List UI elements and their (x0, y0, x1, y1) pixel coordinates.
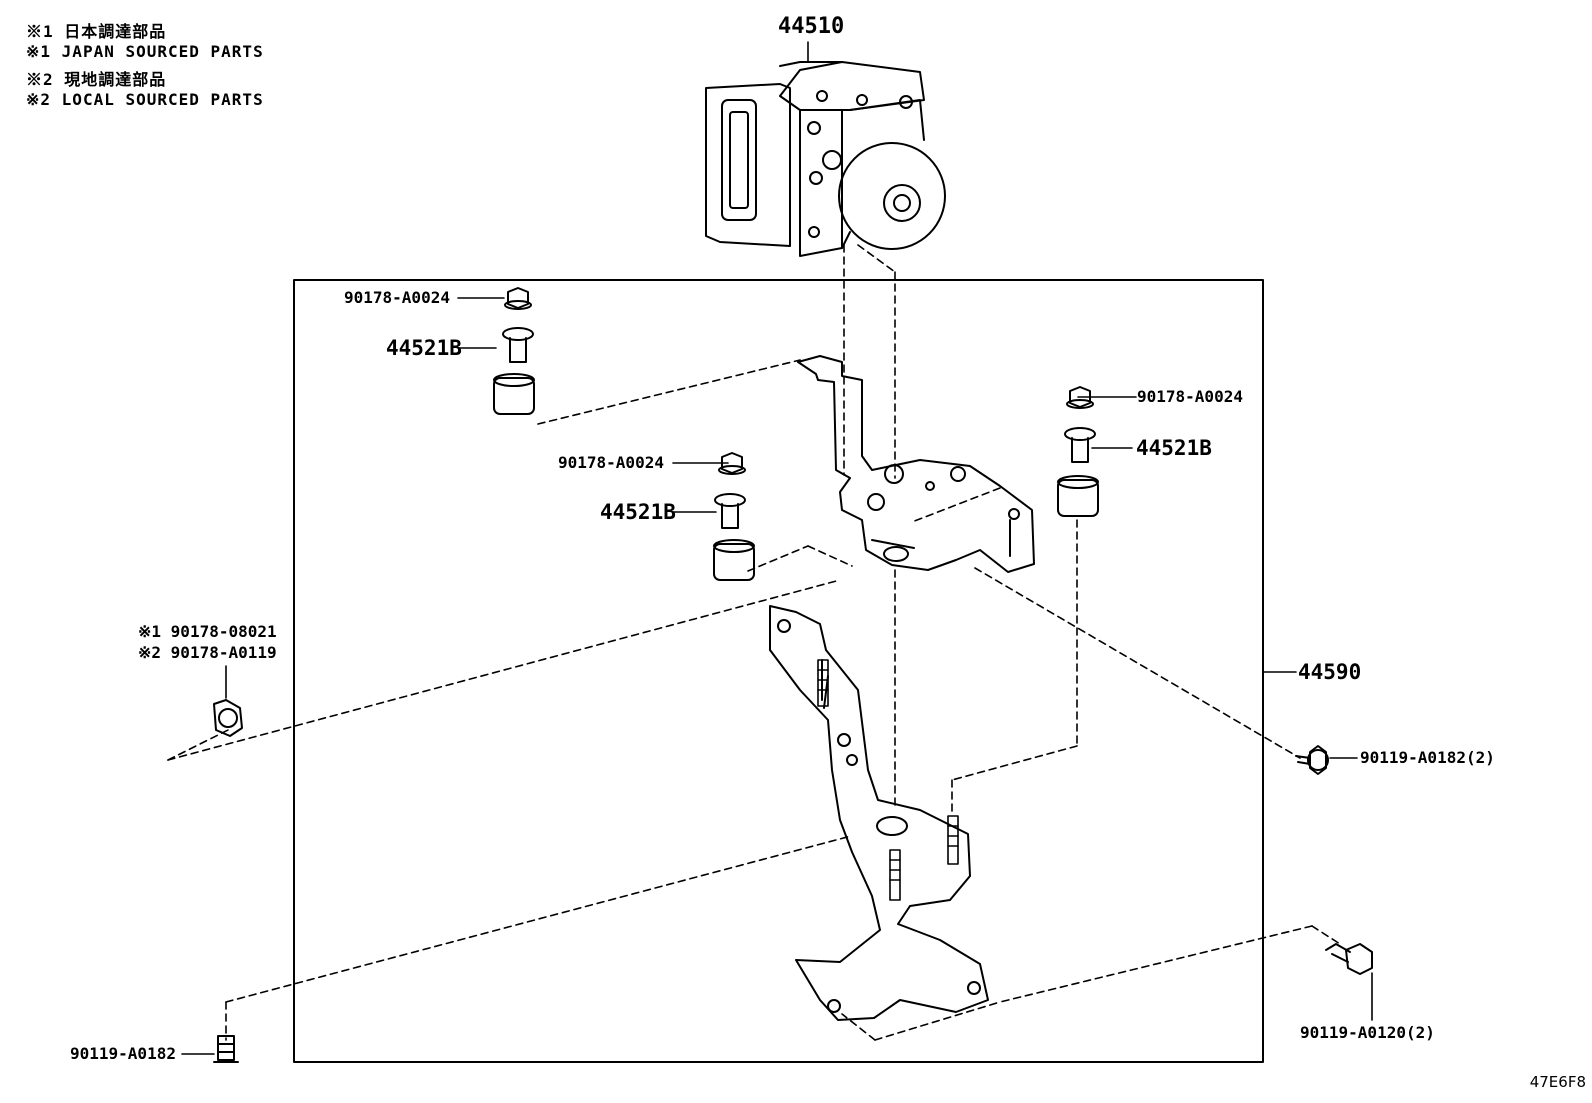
note-japan-en: ※1 JAPAN SOURCED PARTS (26, 42, 264, 61)
label-nut-option-2[interactable]: ※2 90178-A0119 (138, 643, 277, 662)
label-cushion-top-left[interactable]: 44521B (386, 336, 462, 360)
note-local-en: ※2 LOCAL SOURCED PARTS (26, 90, 264, 109)
assembly-dashed-lines (167, 244, 1341, 1041)
leader-lines (181, 41, 1373, 1055)
flange-bolts (213, 745, 1373, 1063)
label-nut-center[interactable]: 90178-A0024 (558, 453, 664, 472)
upper-bracket (797, 355, 1035, 573)
lower-bracket (769, 605, 989, 1021)
label-44510[interactable]: 44510 (778, 14, 845, 39)
note-japan-jp: ※1 日本調達部品 (26, 22, 167, 41)
reference-code: 47E6F8 (1529, 1073, 1586, 1091)
label-nut-top-left[interactable]: 90178-A0024 (344, 288, 450, 307)
label-bolt-right[interactable]: 90119-A0182(2) (1360, 748, 1495, 767)
optional-hex-nut (213, 699, 243, 737)
label-44590[interactable]: 44590 (1298, 660, 1362, 684)
label-cushion-center[interactable]: 44521B (600, 500, 676, 524)
label-nut-option-1[interactable]: ※1 90178-08021 (138, 622, 277, 641)
note-local-jp: ※2 現地調達部品 (26, 70, 167, 89)
label-nut-right[interactable]: 90178-A0024 (1137, 387, 1243, 406)
label-bolt-bottom-right[interactable]: 90119-A0120(2) (1300, 1023, 1435, 1042)
assembly-frame (293, 279, 1264, 1063)
label-bolt-bottom-left[interactable]: 90119-A0182 (70, 1044, 176, 1063)
flange-nuts (504, 287, 1094, 475)
bracket-studs (817, 659, 959, 901)
cushion-sleeves (493, 327, 1099, 581)
label-cushion-right[interactable]: 44521B (1136, 436, 1212, 460)
abs-actuator-44510 (705, 61, 946, 257)
